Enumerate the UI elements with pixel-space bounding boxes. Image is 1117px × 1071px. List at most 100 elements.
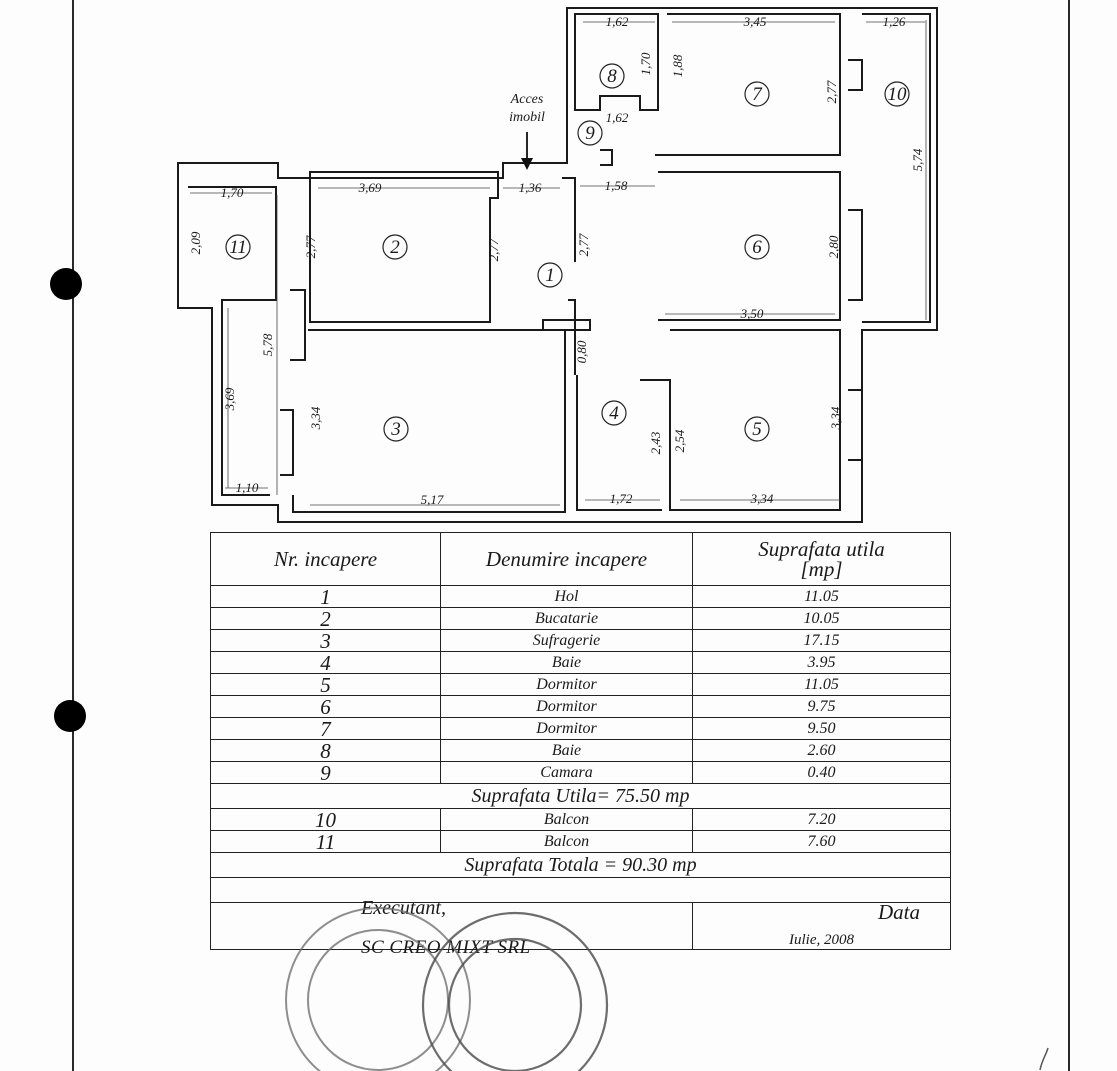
dimension-label: 3,34 <box>308 406 323 430</box>
table-header-row: Nr. incapere Denumire incapere Suprafata… <box>210 532 951 586</box>
room-nr: 9 <box>210 761 441 784</box>
dimension-label: 1,62 <box>606 14 629 29</box>
header-area: Suprafata utila [mp] <box>692 532 951 586</box>
page-right-edge <box>1068 0 1070 1071</box>
dimension-label: 1,62 <box>606 110 629 125</box>
room-nr: 4 <box>210 651 441 674</box>
access-arrow-icon <box>521 132 533 170</box>
dimension-label: 5,78 <box>260 333 275 356</box>
room-marker-label: 9 <box>585 123 595 144</box>
signature-mark <box>1039 1047 1049 1071</box>
dimension-label: 1,70 <box>221 185 244 200</box>
punch-hole-top <box>50 268 82 300</box>
data-cell: Data Iulie, 2008 <box>692 900 951 950</box>
room-marker-label: 7 <box>752 84 763 105</box>
room-marker-label: 2 <box>390 237 400 258</box>
executant-cell: Executant, SC CREO MIXT SRL <box>210 898 693 957</box>
balcony-11-outline <box>188 186 277 496</box>
grand-total-row: Suprafata Totala = 90.30 mp <box>210 852 951 878</box>
page-left-edge <box>72 0 74 1071</box>
room-marker-circle <box>601 400 627 426</box>
punch-hole-bottom <box>54 700 86 732</box>
room-8-outline <box>574 13 659 111</box>
room-2-outline <box>309 171 499 323</box>
header-area-line1: Suprafata utila <box>758 537 885 561</box>
dimension-label: 0,80 <box>574 340 589 363</box>
room-marker-label: 10 <box>888 84 908 105</box>
room-name: Balcon <box>440 830 693 853</box>
room-3-outline <box>292 329 566 513</box>
dimension-label: 1,72 <box>610 491 633 506</box>
room-5-outline <box>640 329 841 511</box>
dimension-label: 5,17 <box>421 492 444 507</box>
dimension-label: 2,77 <box>486 238 501 261</box>
room-marker-circle <box>884 81 910 107</box>
room-marker-label: 6 <box>752 237 762 258</box>
dimension-label: 1,36 <box>519 180 542 195</box>
room-area: 11.05 <box>692 585 951 608</box>
dimension-label: 3,69 <box>222 387 237 411</box>
dimension-label: 2,77 <box>824 80 839 103</box>
useful-total-row: Suprafata Utila= 75.50 mp <box>210 783 951 809</box>
room-name: Baie <box>440 739 693 762</box>
room-area: 11.05 <box>692 673 951 696</box>
access-label-line1: Acces <box>510 92 544 107</box>
company-name: SC CREO MIXT SRL <box>361 937 531 958</box>
dimension-label: 1,10 <box>236 480 259 495</box>
room-name: Hol <box>440 585 693 608</box>
room-marker-label: 5 <box>752 419 762 440</box>
dimension-label: 3,45 <box>743 14 767 29</box>
room-area: 7.20 <box>692 808 951 831</box>
dimension-label: 2,43 <box>648 431 663 454</box>
header-name: Denumire incapere <box>440 532 693 586</box>
room-nr: 8 <box>210 739 441 762</box>
room-marker-circle <box>577 120 603 146</box>
useful-total: Suprafata Utila= 75.50 mp <box>210 783 951 809</box>
data-label: Data <box>878 900 920 924</box>
header-nr: Nr. incapere <box>210 532 441 586</box>
room-nr: 2 <box>210 607 441 630</box>
header-area-unit: [mp] <box>800 557 843 581</box>
dimension-label: 3,34 <box>828 406 843 430</box>
dimension-label: 3,50 <box>740 306 764 321</box>
room-marker-circle <box>225 234 251 260</box>
room-nr: 10 <box>210 808 441 831</box>
room-area: 9.75 <box>692 695 951 718</box>
room-nr: 3 <box>210 629 441 652</box>
dimension-label: 2,80 <box>826 235 841 258</box>
room-name: Bucatarie <box>440 607 693 630</box>
room-marker-circle <box>382 234 408 260</box>
room-area: 0.40 <box>692 761 951 784</box>
dimension-label: 2,09 <box>188 231 203 254</box>
dimension-label: 2,77 <box>576 233 591 256</box>
room-6-outline <box>658 171 841 321</box>
dimension-label: 3,34 <box>750 491 774 506</box>
outer-wall <box>177 7 938 523</box>
data-value: Iulie, 2008 <box>789 932 854 948</box>
room-name: Dormitor <box>440 717 693 740</box>
room-marker-circle <box>383 416 409 442</box>
blank-row <box>210 877 951 903</box>
room-marker-circle <box>744 416 770 442</box>
room-name: Dormitor <box>440 673 693 696</box>
room-name: Dormitor <box>440 695 693 718</box>
room-name: Sufragerie <box>440 629 693 652</box>
room-area: 2.60 <box>692 739 951 762</box>
balcony-10-outline <box>862 13 931 323</box>
dimension-label: 3,69 <box>358 180 382 195</box>
room-name: Balcon <box>440 808 693 831</box>
room-nr: 5 <box>210 673 441 696</box>
signature-row: Executant, SC CREO MIXT SRL Data Iulie, … <box>210 898 951 957</box>
room-area: 3.95 <box>692 651 951 674</box>
dimension-label: 1,58 <box>605 178 628 193</box>
room-marker-circle <box>537 262 563 288</box>
room-nr: 1 <box>210 585 441 608</box>
